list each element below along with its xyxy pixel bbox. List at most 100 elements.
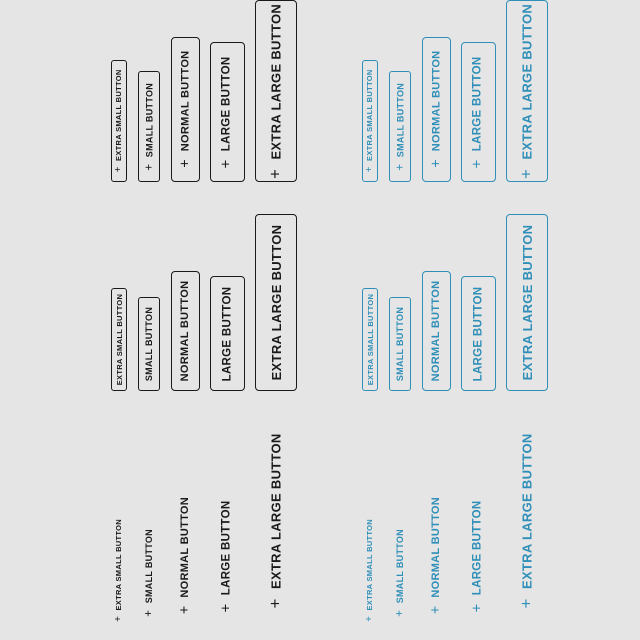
plus-icon: + (113, 616, 125, 622)
plus-icon: + (364, 616, 376, 622)
dark-outlined-icon-extra-large-button[interactable]: + EXTRA LARGE BUTTON (255, 0, 297, 182)
dark-outlined-large-button[interactable]: LARGE BUTTON (209, 276, 245, 391)
accent-outlined-extra-small-button[interactable]: EXTRA SMALL BUTTON (362, 288, 378, 391)
button-content: + SMALL BUTTON (142, 525, 156, 617)
button-content: + EXTRA SMALL BUTTON (364, 512, 376, 622)
plus-icon: + (113, 166, 125, 173)
accent-outlined-large-button[interactable]: LARGE BUTTON (460, 276, 496, 391)
plus-icon: + (265, 168, 285, 179)
button-content: + EXTRA LARGE BUTTON (265, 3, 285, 179)
button-label: NORMAL BUTTON (179, 280, 191, 382)
dark-text-icon-extra-small-button[interactable]: + EXTRA SMALL BUTTON (111, 512, 127, 622)
button-label: EXTRA SMALL BUTTON (114, 293, 124, 386)
button-label: EXTRA LARGE BUTTON (268, 432, 284, 589)
button-content: EXTRA SMALL BUTTON (366, 291, 375, 388)
button-label: EXTRA LARGE BUTTON (268, 3, 284, 160)
plus-icon: + (427, 159, 444, 169)
dark-text-icon-normal-button[interactable]: + NORMAL BUTTON (171, 492, 200, 614)
button-content: + LARGE BUTTON (217, 45, 235, 179)
button-label: LARGE BUTTON (220, 55, 233, 151)
accent-outlined-small-button[interactable]: SMALL BUTTON (389, 297, 411, 391)
button-label: SMALL BUTTON (394, 82, 405, 157)
plus-icon: + (217, 158, 235, 168)
button-label: LARGE BUTTON (221, 286, 233, 381)
button-content: LARGE BUTTON (472, 279, 484, 388)
accent-text-icon-extra-small-button[interactable]: + EXTRA SMALL BUTTON (362, 512, 378, 622)
plus-icon: + (265, 597, 285, 608)
plus-icon: + (142, 609, 156, 617)
plus-icon: + (468, 602, 486, 612)
button-content: + LARGE BUTTON (468, 499, 486, 612)
button-label: SMALL BUTTON (395, 306, 405, 382)
button-content: + EXTRA SMALL BUTTON (113, 512, 125, 622)
button-label: EXTRA SMALL BUTTON (365, 69, 375, 162)
dark-text-icon-extra-large-button[interactable]: + EXTRA LARGE BUTTON (255, 433, 297, 608)
accent-outlined-icon-extra-large-button[interactable]: +EXTRA LARGE BUTTON (506, 0, 548, 182)
dark-outlined-icon-normal-button[interactable]: +NORMAL BUTTON (170, 37, 200, 182)
button-label: LARGE BUTTON (220, 499, 233, 595)
button-label: NORMAL BUTTON (178, 496, 191, 598)
button-content: + SMALL BUTTON (393, 74, 407, 179)
button-content: +LARGE BUTTON (468, 45, 486, 179)
plus-icon: + (468, 158, 486, 168)
dark-outlined-icon-extra-small-button[interactable]: + EXTRA SMALL BUTTON (111, 60, 127, 182)
plus-icon: + (364, 166, 376, 173)
button-content: + NORMAL BUTTON (176, 492, 193, 614)
button-label: LARGE BUTTON (471, 499, 484, 595)
button-label: EXTRA LARGE BUTTON (268, 224, 284, 381)
accent-text-icon-extra-large-button[interactable]: + EXTRA LARGE BUTTON (506, 433, 548, 608)
button-label: NORMAL BUTTON (430, 280, 442, 382)
accent-outlined-icon-normal-button[interactable]: + NORMAL BUTTON (421, 37, 451, 182)
plus-icon: + (217, 602, 235, 612)
button-content: + EXTRA LARGE BUTTON (265, 433, 285, 608)
button-label: NORMAL BUTTON (429, 50, 442, 152)
button-label: EXTRA SMALL BUTTON (114, 519, 124, 611)
button-label: SMALL BUTTON (144, 306, 154, 382)
dark-outlined-normal-button[interactable]: NORMAL BUTTON (170, 271, 200, 391)
button-content: + EXTRA SMALL BUTTON (364, 63, 376, 179)
plus-icon: + (176, 159, 193, 169)
accent-outlined-icon-large-button[interactable]: +LARGE BUTTON (460, 42, 496, 182)
dark-outlined-small-button[interactable]: SMALL BUTTON (138, 297, 160, 391)
button-content: + NORMAL BUTTON (427, 40, 444, 179)
accent-outlined-normal-button[interactable]: NORMAL BUTTON (421, 271, 451, 391)
button-label: NORMAL BUTTON (429, 496, 442, 598)
button-content: EXTRA SMALL BUTTON (115, 291, 124, 388)
button-label: EXTRA SMALL BUTTON (114, 69, 124, 162)
dark-outlined-icon-large-button[interactable]: + LARGE BUTTON (209, 42, 245, 182)
button-label: EXTRA SMALL BUTTON (365, 293, 375, 386)
button-content: + LARGE BUTTON (217, 499, 235, 612)
dark-text-icon-small-button[interactable]: + SMALL BUTTON (138, 525, 160, 617)
accent-text-icon-large-button[interactable]: + LARGE BUTTON (461, 499, 496, 612)
button-label: SMALL BUTTON (143, 529, 154, 604)
dark-outlined-extra-large-button[interactable]: EXTRA LARGE BUTTON (255, 214, 297, 391)
button-content: SMALL BUTTON (144, 300, 154, 388)
accent-text-icon-small-button[interactable]: +SMALL BUTTON (389, 525, 411, 617)
button-content: +NORMAL BUTTON (428, 492, 444, 614)
button-content: NORMAL BUTTON (179, 274, 191, 388)
dark-outlined-extra-small-button[interactable]: EXTRA SMALL BUTTON (111, 288, 127, 391)
button-content: +SMALL BUTTON (142, 74, 155, 179)
button-label: LARGE BUTTON (472, 286, 484, 381)
accent-outlined-extra-large-button[interactable]: EXTRA LARGE BUTTON (506, 214, 548, 391)
button-label: EXTRA LARGE BUTTON (519, 3, 535, 160)
button-content: +SMALL BUTTON (393, 525, 406, 617)
button-content: + EXTRA SMALL BUTTON (113, 63, 125, 179)
button-content: +NORMAL BUTTON (176, 40, 193, 179)
plus-icon: + (176, 605, 193, 614)
button-label: EXTRA SMALL BUTTON (365, 519, 375, 611)
accent-outlined-icon-small-button[interactable]: + SMALL BUTTON (389, 71, 411, 182)
button-content: EXTRA LARGE BUTTON (269, 217, 284, 388)
button-content: NORMAL BUTTON (430, 274, 442, 388)
dark-outlined-icon-small-button[interactable]: +SMALL BUTTON (138, 71, 160, 182)
button-label: EXTRA LARGE BUTTON (519, 224, 535, 381)
accent-text-icon-normal-button[interactable]: +NORMAL BUTTON (422, 492, 451, 614)
button-label: EXTRA LARGE BUTTON (519, 432, 535, 589)
plus-icon: + (516, 597, 536, 608)
button-content: +EXTRA LARGE BUTTON (517, 3, 536, 179)
accent-outlined-icon-extra-small-button[interactable]: + EXTRA SMALL BUTTON (362, 60, 378, 182)
plus-icon: + (393, 163, 407, 171)
button-content: SMALL BUTTON (395, 300, 405, 388)
dark-text-icon-large-button[interactable]: + LARGE BUTTON (210, 499, 245, 612)
